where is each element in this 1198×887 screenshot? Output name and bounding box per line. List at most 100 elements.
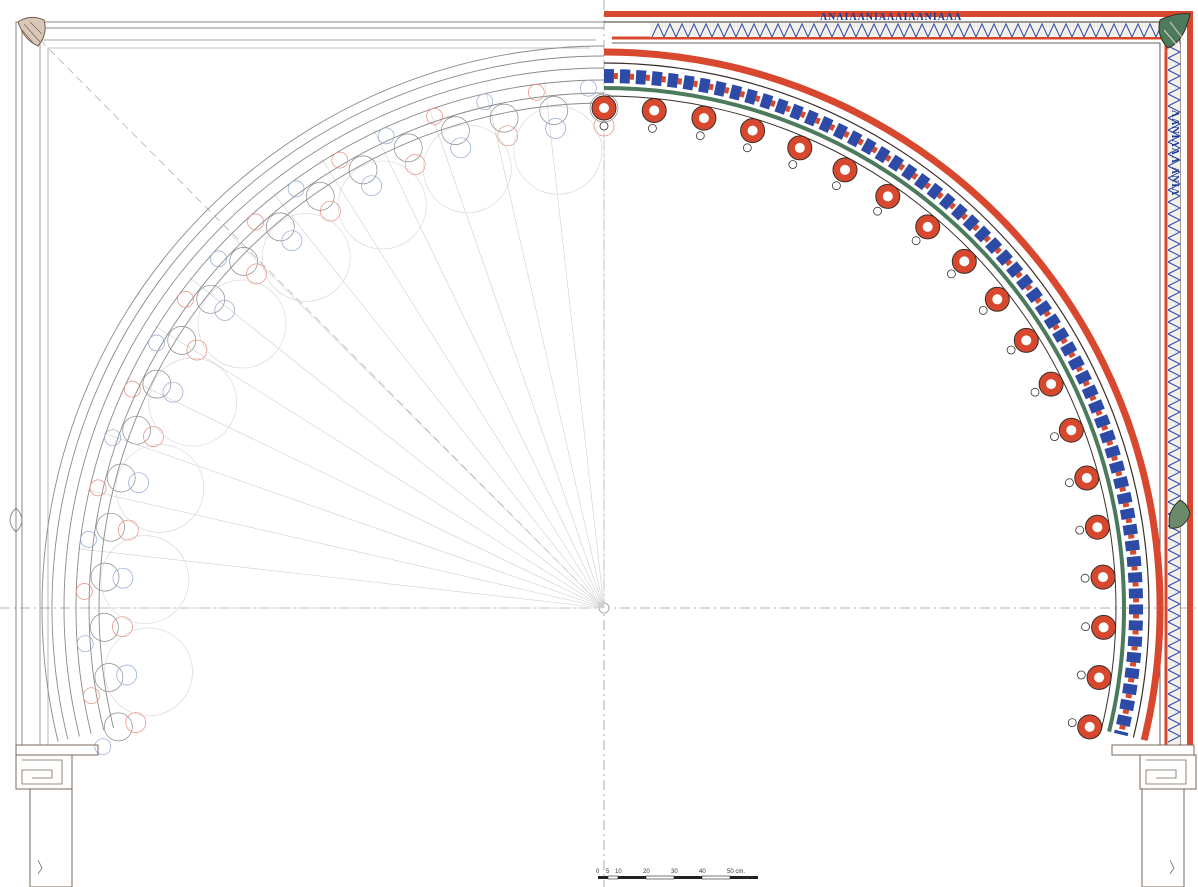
band-motif <box>1167 453 1182 467</box>
band-motif <box>1167 573 1182 587</box>
construction-arcs <box>100 106 603 717</box>
band-motif <box>1167 141 1182 155</box>
lobe-construction-circles <box>75 79 619 756</box>
lobe-circle <box>229 247 259 276</box>
band-motif <box>1167 249 1182 263</box>
band-motif <box>711 22 725 38</box>
band-motif <box>1071 22 1085 38</box>
painted-arch-voussoirs <box>603 48 1164 742</box>
band-motif <box>1167 717 1182 731</box>
lobe-outer-circle <box>377 127 395 145</box>
cusp-tip <box>1067 718 1077 727</box>
band-motif <box>831 22 845 38</box>
cusp-tip <box>788 160 798 169</box>
inscription-top: ΛΝΛΙΛΛΝΙΑΛΛΙΛΛΝΙΑΛΛ <box>820 12 962 23</box>
lobe-highlight <box>1081 473 1092 483</box>
band-motif <box>1167 729 1182 743</box>
band-motif <box>1167 105 1182 119</box>
lobe-outer-circle <box>83 687 100 705</box>
construction-circle <box>115 444 205 533</box>
lobe-outer-circle <box>94 738 112 756</box>
band-motif <box>1167 381 1182 395</box>
lobe-circle <box>96 512 125 542</box>
lobe-outer-circle <box>426 108 443 125</box>
band-motif <box>1167 45 1182 59</box>
band-pattern-top <box>651 22 1169 38</box>
band-motif <box>1167 273 1182 287</box>
band-motif <box>1167 309 1182 323</box>
band-motif <box>1167 345 1182 359</box>
cusp-tip <box>911 236 921 246</box>
side-roundel-left <box>9 507 23 533</box>
scale-label-40: 40 <box>699 869 706 875</box>
band-motif <box>1167 225 1182 239</box>
band-motif <box>1167 405 1182 419</box>
lobe-inner-circle <box>246 263 267 285</box>
lobe-inner-circle <box>497 125 519 147</box>
band-motif <box>1167 477 1182 491</box>
band-motif <box>1047 22 1061 38</box>
radial-line <box>189 277 605 609</box>
construction-circle <box>148 357 237 447</box>
lobe-highlight <box>1098 622 1109 633</box>
band-motif <box>1167 189 1182 203</box>
painted-lobes <box>591 95 1117 740</box>
radial-line <box>428 107 605 609</box>
lobe-highlight <box>1021 335 1032 346</box>
inner-dark-line <box>603 95 1117 730</box>
band-motif <box>1167 93 1182 107</box>
lobe-highlight <box>959 256 970 267</box>
lobe-outer-circle <box>287 180 305 198</box>
band-motif <box>1167 645 1182 659</box>
band-motif <box>1167 441 1182 455</box>
cusp-tip <box>695 131 705 141</box>
lobe-inner-circle <box>116 664 138 686</box>
band-motif <box>1167 117 1182 131</box>
band-motif <box>1167 693 1182 707</box>
lobe-inner-circle <box>361 175 382 197</box>
lobe-outer-circle <box>76 635 94 653</box>
band-motif <box>1167 57 1182 71</box>
lobe-outer-circle <box>331 151 349 169</box>
band-motif <box>1167 213 1182 227</box>
band-motif <box>1167 669 1182 683</box>
lobe-highlight <box>794 142 805 153</box>
lobe-highlight <box>1094 672 1105 683</box>
scale-label-5: 5 <box>606 869 610 875</box>
cusp-tip <box>599 121 609 131</box>
lobe-outer-circle <box>148 334 165 352</box>
radial-line <box>373 130 605 609</box>
inscription-band-top <box>650 23 1160 37</box>
lobe-circle <box>103 712 133 742</box>
radial-line <box>544 81 605 609</box>
band-motif <box>999 22 1013 38</box>
lobe-highlight <box>840 164 850 175</box>
band-motif <box>1167 153 1182 167</box>
band-motif <box>1167 429 1182 443</box>
band-motif <box>1167 177 1182 191</box>
construction-circle <box>261 213 351 302</box>
lobe-inner-circle <box>545 118 566 139</box>
diagonal-guide <box>39 39 605 609</box>
band-motif <box>1167 537 1182 551</box>
construction-circle <box>100 535 190 624</box>
lobe-circle <box>265 212 295 242</box>
cusp-tip <box>1076 670 1086 680</box>
construction-circle <box>104 627 193 717</box>
lobe-highlight <box>599 103 609 113</box>
lobe-highlight <box>1084 721 1095 732</box>
arch-outline <box>51 55 605 740</box>
band-motif <box>1167 489 1182 503</box>
radial-line <box>228 232 605 609</box>
band-motif <box>1167 261 1182 275</box>
band-motif <box>1167 69 1182 83</box>
band-motif <box>1083 22 1097 38</box>
outer-dark-line <box>603 62 1150 738</box>
cusp-tip <box>873 206 882 216</box>
band-motif <box>1167 393 1182 407</box>
lobe-inner-circle <box>128 472 149 494</box>
scale-bar: 0 5 10 20 30 40 50 cm. <box>596 869 758 880</box>
lobe-inner-circle <box>404 154 426 175</box>
band-motif <box>843 22 857 38</box>
